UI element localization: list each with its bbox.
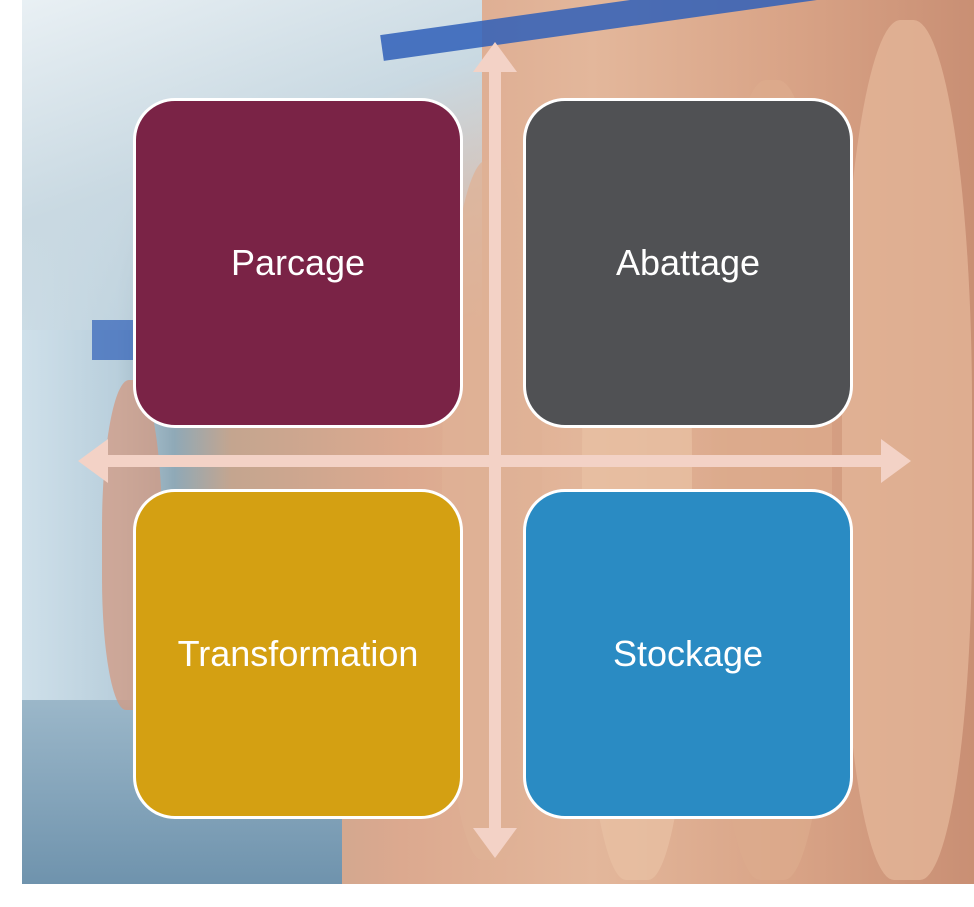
arrow-up-icon: [473, 42, 517, 72]
quadrant-abattage: Abattage: [523, 98, 853, 428]
arrow-down-icon: [473, 828, 517, 858]
quadrant-transformation: Transformation: [133, 489, 463, 819]
quadrant-label: Parcage: [230, 242, 366, 283]
quadrant-label: Transformation: [177, 633, 419, 674]
vertical-axis: [489, 70, 501, 830]
quadrant-label: Stockage: [612, 633, 764, 674]
quadrant-label: Abattage: [615, 242, 761, 283]
arrow-right-icon: [881, 439, 911, 483]
quadrant-stockage: Stockage: [523, 489, 853, 819]
arrow-left-icon: [78, 439, 108, 483]
horizontal-axis: [104, 455, 884, 467]
quadrant-parcage: Parcage: [133, 98, 463, 428]
